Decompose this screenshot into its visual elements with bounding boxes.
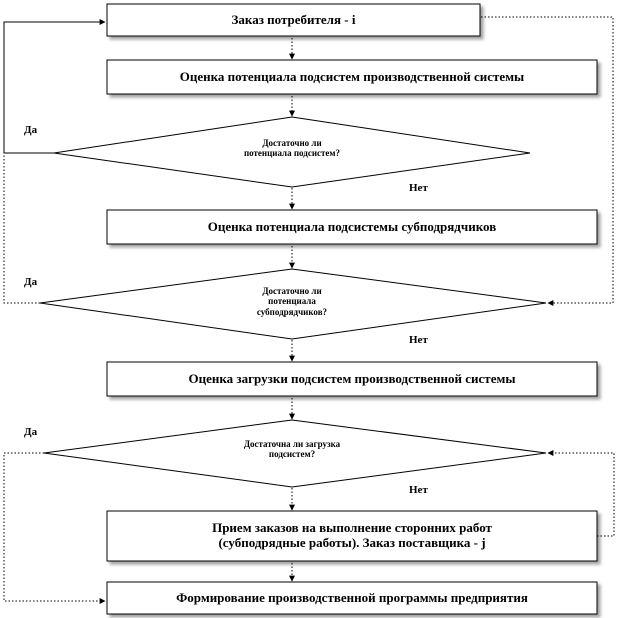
decision-2-diamond xyxy=(39,268,547,340)
yes-1-label: Да xyxy=(24,124,38,136)
program-label: Формирование производственной программы … xyxy=(176,589,528,605)
no-2-label: Нет xyxy=(409,334,428,346)
yes-3-line xyxy=(3,452,106,604)
assess-load-label: Оценка загрузки подсистем производственн… xyxy=(188,370,516,386)
decision-1-diamond xyxy=(53,116,531,188)
yes-2-line xyxy=(3,153,40,304)
accept-orders-line-1: Прием заказов на выполнение сторонних ра… xyxy=(212,520,492,536)
order-label: Заказ потребителя - i xyxy=(231,11,356,27)
no-3-label: Нет xyxy=(409,484,428,496)
yes-2-label: Да xyxy=(24,276,38,288)
decision-2-label: Достаточно ли потенциала субподрядчиков? xyxy=(212,286,372,317)
assess-production-label: Оценка потенциала подсистем производстве… xyxy=(179,68,525,84)
decision-1-label: Достаточно ли потенциала подсистем? xyxy=(212,138,372,159)
decision-2-line-1: Достаточно ли xyxy=(262,286,322,296)
decision-1-line-1: Достаточно ли xyxy=(262,138,322,148)
accept-orders-label: Прием заказов на выполнение сторонних ра… xyxy=(107,511,597,561)
yes-3-label: Да xyxy=(24,426,38,438)
loop-accept-to-decision-3 xyxy=(547,450,615,537)
box-assess-subcontract xyxy=(106,209,598,245)
accept-orders-line-2: (субподрядные работы). Заказ поставщика … xyxy=(218,535,486,550)
decision-3-label: Достаточна ли загрузка подсистем? xyxy=(212,439,372,460)
assess-subcontract-label: Оценка потенциала подсистемы субподрядчи… xyxy=(207,218,497,234)
decision-2-line-2: потенциала xyxy=(268,296,316,307)
box-accept-orders xyxy=(106,510,598,562)
box-assess-load xyxy=(106,361,598,397)
yes-1-line xyxy=(3,19,106,154)
decision-3-line-1: Достаточна ли загрузка xyxy=(243,439,341,449)
box-order xyxy=(106,3,481,37)
no-1-label: Нет xyxy=(409,182,428,194)
decision-3-line-2: подсистем? xyxy=(268,449,316,460)
decision-2-line-3: субподрядчиков? xyxy=(256,306,328,317)
decision-3-diamond xyxy=(43,419,547,488)
box-assess-production xyxy=(106,59,598,95)
decision-1-line-2: потенциала подсистем? xyxy=(243,148,341,159)
box-program xyxy=(106,581,598,615)
